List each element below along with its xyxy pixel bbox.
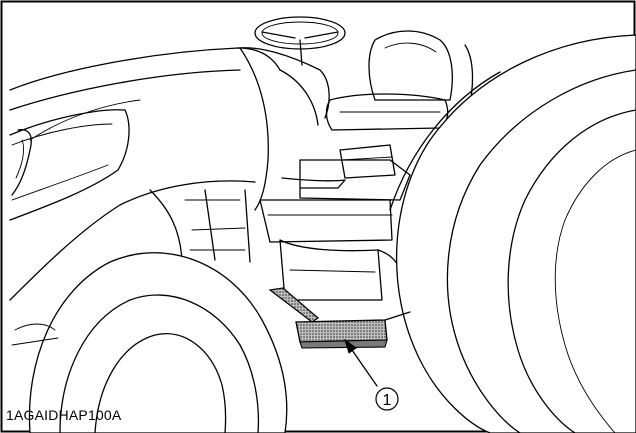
- steering-wheel: [254, 16, 346, 66]
- rear-fender-edge: [389, 71, 501, 211]
- front-grille: [9, 109, 130, 221]
- callout-leader: [344, 338, 378, 387]
- hood: [9, 47, 281, 301]
- front-wheel: [11, 252, 288, 433]
- figure-id-label: 1AGAIDHAP100A: [6, 407, 122, 423]
- step-highlight: [268, 287, 411, 349]
- fender-platform: [259, 144, 411, 243]
- dash-panel: [237, 47, 330, 126]
- rear-wheel: [395, 34, 636, 433]
- callout-number: 1: [383, 392, 392, 409]
- callout-marker: 1: [375, 387, 399, 411]
